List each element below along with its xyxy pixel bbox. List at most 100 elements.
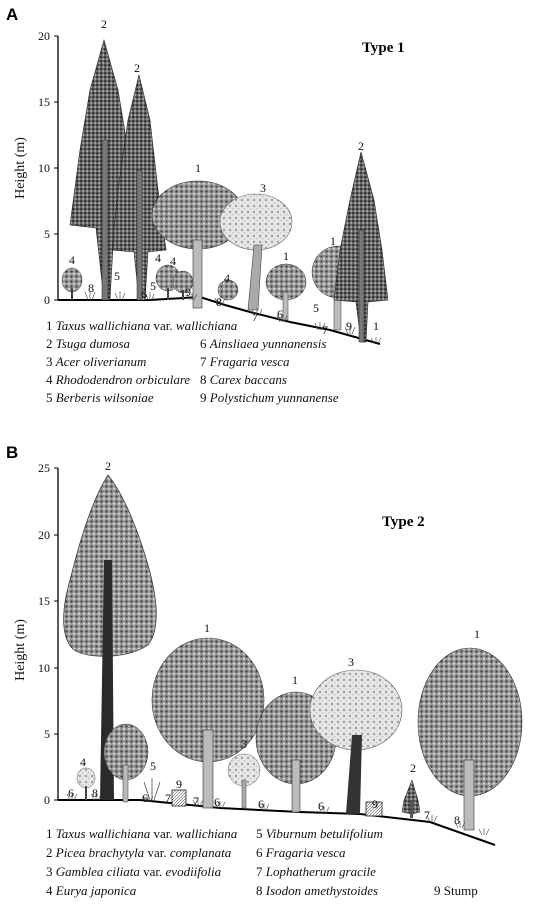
legend-entry: 2 Tsuga dumosa [46,336,131,351]
species-number-label: 8 [216,295,222,309]
species-number-label: 5 [150,759,156,773]
species-number-label: 6 [214,795,220,809]
tree-taxus-illustration [151,637,265,809]
tree-conifer-illustration [333,151,389,343]
panel-a-ground-line [58,295,381,345]
species-number-label: 8 [454,813,460,827]
legend-entry: 9 Stump [434,883,478,898]
tree-taxus-illustration [417,647,523,831]
legend-entry: 4 Eurya japonica [46,883,137,898]
tree-acer-illustration [219,193,293,311]
species-number-label: 3 [241,737,247,751]
panel-a-label: A [6,5,18,24]
species-number-label: 7 [252,310,258,324]
tree-taxus-illustration [265,263,307,321]
panel-b-species-numbers: 2 1 1 1 3 3 2 4 5 6 6 6 6 6 7 7 7 8 8 9 … [68,459,480,827]
species-number-label: 4 [69,253,75,267]
shrub-rhododendron-illustration [61,264,239,301]
panel-b-type-title: Type 2 [382,514,425,530]
species-number-label: 2 [410,761,416,775]
panel-a-species-numbers: 2 2 1 3 2 1 1 4 4 4 4 5 5 5 6 6 7 7 8 8 … [69,17,379,337]
species-number-label: 9 [176,777,182,791]
species-number-label: 3 [260,181,266,195]
species-number-label: 2 [105,459,111,473]
legend-entry: 7 Fragaria vesca [200,354,290,369]
panel-a-tick-label: 5 [44,227,50,241]
species-number-label: 7 [424,808,430,822]
legend-entry: 3 Acer oliverianum [46,354,146,369]
herb-illustration [66,793,490,836]
legend-entry: 2 Picea brachytyla var. complanata [46,845,232,860]
tree-conifer-illustration [111,74,167,301]
legend-entry: 3 Gamblea ciliata var. evodiifolia [46,864,222,879]
panel-b-tick-label: 0 [44,793,50,807]
tree-taxus-illustration [151,180,245,309]
panel-b-label: B [6,443,18,462]
panel-a: A Type 1 Height (m) 0 5 10 15 20 [6,5,405,405]
species-number-label: 9 [185,285,191,299]
species-number-label: 3 [348,655,354,669]
panel-a-type-title: Type 1 [362,40,405,56]
panel-b-axis-title: Height (m) [13,619,28,681]
species-number-label: 6 [142,791,148,805]
legend-entry: 1 Taxus wallichiana var. wallichiana [46,318,238,333]
species-number-label: 6 [258,797,264,811]
panel-a-tick-label: 0 [44,293,50,307]
species-number-label: 4 [80,755,86,769]
tree-gamblea-illustration [227,753,261,809]
legend-entry: 6 Ainsliaea yunnanensis [200,336,326,351]
species-number-label: 9 [346,319,352,333]
species-number-label: 1 [204,621,210,635]
panel-b-tick-label: 5 [44,727,50,741]
species-number-label: 1 [292,673,298,687]
legend-entry: 4 Rhododendron orbiculare [46,372,190,387]
species-number-label: 9 [372,797,378,811]
legend-entry: 5 Viburnum betulifolium [256,826,383,841]
legend-entry: 6 Fragaria vesca [256,845,346,860]
panel-b: B Type 2 Height (m) 0 5 10 15 20 25 [6,443,523,898]
shrub-illustration [76,767,161,801]
species-number-label: 1 [195,161,201,175]
tree-gamblea-illustration [309,669,403,814]
species-number-label: 5 [114,269,120,283]
panel-a-tick-label: 15 [38,95,50,109]
legend-entry: 1 Taxus wallichiana var. wallichiana [46,826,238,841]
species-number-label: 5 [150,279,156,293]
species-number-label: 5 [313,301,319,315]
panel-b-tick-label: 25 [38,461,50,475]
panel-a-tick-label: 20 [38,29,50,43]
panel-a-tick-label: 10 [38,161,50,175]
species-number-label: 1 [330,234,336,248]
species-number-label: 4 [170,254,176,268]
legend-entry: 9 Polystichum yunnanense [200,390,339,405]
tree-picea-illustration [401,779,421,818]
species-number-label: 6 [68,786,74,800]
panel-b-tick-label: 10 [38,661,50,675]
panel-a-ticks: 0 5 10 15 20 [38,29,58,307]
panel-b-legend: 1 Taxus wallichiana var. wallichiana 2 P… [46,826,478,898]
species-number-label: 6 [141,287,147,301]
panel-a-legend: 1 Taxus wallichiana var. wallichiana 2 T… [46,318,339,405]
panel-b-tick-label: 15 [38,594,50,608]
species-number-label: 2 [358,139,364,153]
species-number-label: 2 [101,17,107,31]
species-number-label: 2 [134,61,140,75]
species-number-label: 4 [224,271,230,285]
herb-illustration [84,291,382,344]
legend-entry: 5 Berberis wilsoniae [46,390,154,405]
species-number-label: 1 [474,627,480,641]
panel-a-axis-title: Height (m) [13,137,28,199]
species-number-label: 7 [165,791,171,805]
tree-taxus-illustration [103,723,149,803]
species-number-label: 8 [92,786,98,800]
legend-entry: 8 Carex baccans [200,372,287,387]
species-number-label: 6 [318,799,324,813]
species-number-label: 8 [88,281,94,295]
legend-entry: 7 Lophatherum gracile [256,864,376,879]
species-number-label: 7 [322,323,328,337]
species-number-label: 4 [155,251,161,265]
species-number-label: 7 [193,794,199,808]
panel-b-ticks: 0 5 10 15 20 25 [38,461,58,807]
